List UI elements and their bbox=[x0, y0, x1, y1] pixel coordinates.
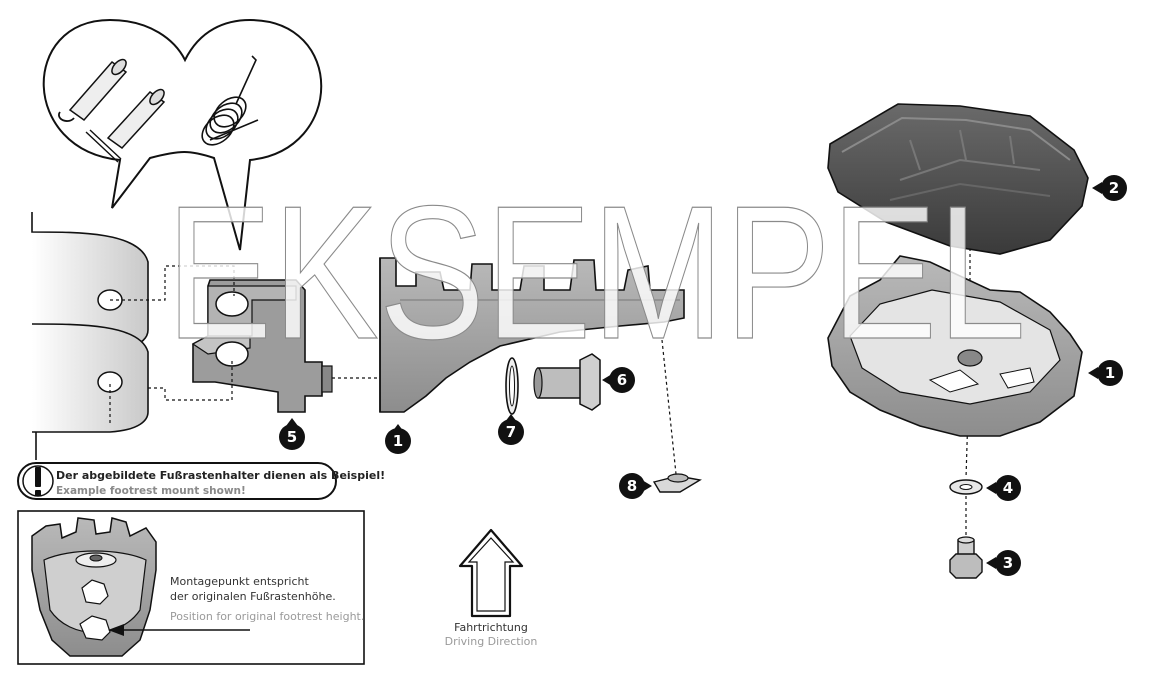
callout-6: 6 bbox=[602, 367, 635, 393]
detail-bubble bbox=[42, 18, 323, 251]
washer-part-4 bbox=[949, 479, 983, 495]
inset-text-de-2: der originalen Fußrastenhöhe. bbox=[170, 590, 336, 603]
inset-text-de-1: Montagepunkt entspricht bbox=[170, 575, 309, 588]
callout-8: 8 bbox=[619, 473, 652, 499]
warning-text-de: Der abgebildete Fußrastenhalter dienen a… bbox=[56, 469, 385, 482]
footrest-side-view bbox=[379, 257, 685, 413]
footrest-front-view bbox=[31, 517, 157, 657]
alignment-lines bbox=[109, 248, 971, 536]
direction-label-de: Fahrtrichtung bbox=[454, 621, 528, 634]
svg-text:6: 6 bbox=[617, 371, 627, 389]
footrest-top-view bbox=[827, 255, 1083, 437]
callout-2: 2 bbox=[1092, 175, 1127, 201]
screw-part-3 bbox=[949, 536, 983, 579]
callout-1-side: 1 bbox=[385, 424, 411, 454]
exclamation-icon bbox=[35, 467, 41, 496]
svg-text:8: 8 bbox=[627, 477, 637, 495]
retaining-clip-icon bbox=[58, 111, 75, 122]
svg-text:3: 3 bbox=[1003, 554, 1013, 572]
svg-text:5: 5 bbox=[287, 428, 297, 446]
spring-icon bbox=[201, 55, 259, 146]
inset-text-en: Position for original footrest height. bbox=[170, 610, 364, 623]
adapter-bracket bbox=[191, 279, 333, 413]
warning-banner: Der abgebildete Fußrastenhalter dienen a… bbox=[17, 462, 385, 500]
watermark-text: EKSEMPEL bbox=[166, 167, 1026, 379]
rubber-pad-part-2 bbox=[827, 103, 1089, 255]
driving-direction-indicator: Fahrtrichtung Driving Direction bbox=[445, 528, 538, 648]
vehicle-frame-mount bbox=[31, 212, 149, 460]
callout-7: 7 bbox=[498, 414, 524, 445]
inset-detail-box: Montagepunkt entspricht der originalen F… bbox=[17, 510, 365, 665]
svg-text:1: 1 bbox=[393, 432, 403, 450]
washer-part-7 bbox=[505, 357, 519, 415]
cotter-pin-icon bbox=[85, 129, 122, 163]
callout-1-top: 1 bbox=[1088, 360, 1123, 386]
bolt-part-6 bbox=[533, 353, 601, 411]
pin-icon bbox=[106, 88, 166, 149]
svg-text:4: 4 bbox=[1003, 479, 1013, 497]
warning-text-en: Example footrest mount shown! bbox=[56, 485, 246, 497]
callout-5: 5 bbox=[279, 418, 305, 450]
direction-label-en: Driving Direction bbox=[445, 635, 538, 648]
pin-icon bbox=[68, 58, 128, 122]
callout-4: 4 bbox=[986, 475, 1021, 501]
svg-text:1: 1 bbox=[1105, 364, 1115, 382]
direction-arrow-icon bbox=[458, 528, 524, 618]
stud-part-8 bbox=[652, 473, 702, 493]
svg-text:7: 7 bbox=[506, 423, 516, 441]
svg-text:2: 2 bbox=[1109, 179, 1119, 197]
callout-3: 3 bbox=[986, 550, 1021, 576]
